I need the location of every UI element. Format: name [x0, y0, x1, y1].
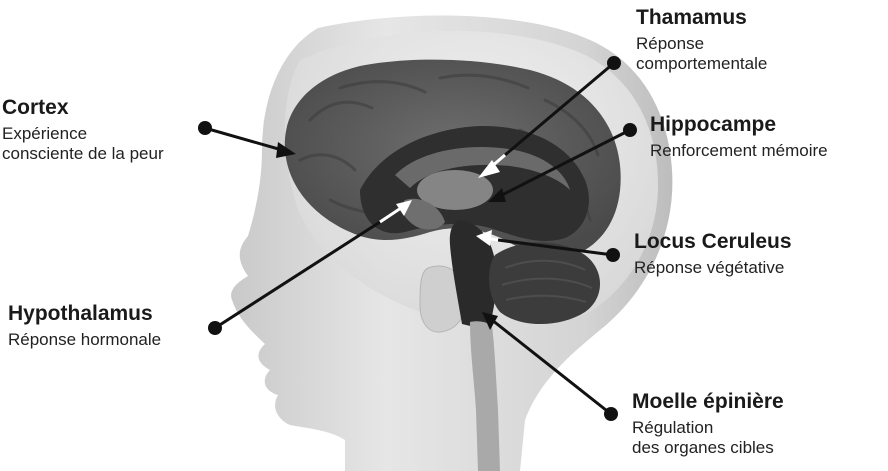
- hippocampe-desc-line-1: Renforcement mémoire: [650, 141, 828, 161]
- cortex-desc-line-2: consciente de la peur: [2, 144, 164, 164]
- moelle-desc-line-2: des organes cibles: [632, 438, 784, 458]
- moelle-description: Régulation des organes cibles: [632, 418, 784, 458]
- thalamus-label: Thamamus Réponse comportementale: [636, 6, 767, 74]
- hippocampe-description: Renforcement mémoire: [650, 141, 828, 161]
- locus-title: Locus Ceruleus: [634, 230, 792, 255]
- hypothalamus-desc-line-1: Réponse hormonale: [8, 330, 161, 350]
- hypothalamus-title: Hypothalamus: [8, 302, 161, 327]
- cortex-label: Cortex Expérience consciente de la peur: [2, 96, 164, 164]
- hippocampe-title: Hippocampe: [650, 113, 828, 138]
- moelle-label: Moelle épinière Régulation des organes c…: [632, 390, 784, 458]
- moelle-desc-line-1: Régulation: [632, 418, 784, 438]
- cortex-description: Expérience consciente de la peur: [2, 124, 164, 164]
- hippocampe-label: Hippocampe Renforcement mémoire: [650, 113, 828, 161]
- thalamus-title: Thamamus: [636, 6, 767, 31]
- cortex-title: Cortex: [2, 96, 164, 121]
- locus-description: Réponse végétative: [634, 258, 792, 278]
- thalamus-description: Réponse comportementale: [636, 34, 767, 74]
- thalamus-desc-line-2: comportementale: [636, 54, 767, 74]
- locus-label: Locus Ceruleus Réponse végétative: [634, 230, 792, 278]
- cortex-desc-line-1: Expérience: [2, 124, 164, 144]
- moelle-title: Moelle épinière: [632, 390, 784, 415]
- thalamus-desc-line-1: Réponse: [636, 34, 767, 54]
- hypothalamus-label: Hypothalamus Réponse hormonale: [8, 302, 161, 350]
- hypothalamus-description: Réponse hormonale: [8, 330, 161, 350]
- locus-desc-line-1: Réponse végétative: [634, 258, 792, 278]
